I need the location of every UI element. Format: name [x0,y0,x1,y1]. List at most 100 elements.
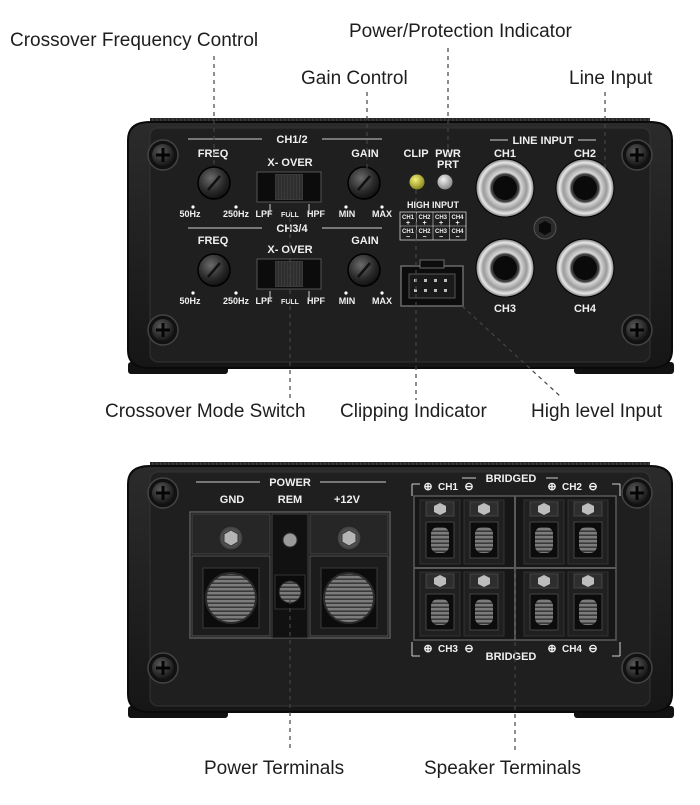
gain-label: GAIN [351,235,379,247]
plus-icon: ⊕ [423,643,432,655]
crossover-frequency-control-callout: Crossover Frequency Control [10,30,259,51]
minus-icon: ⊖ [588,481,597,493]
screw-icon [147,652,179,684]
gain-knob[interactable] [347,166,381,200]
clipping-indicator-callout: Clipping Indicator [340,401,487,422]
svg-text:−: − [439,234,443,241]
svg-text:−: − [422,234,426,241]
crossover-mode-switch[interactable] [256,258,322,290]
gain-label: GAIN [351,148,379,160]
callout-leaders-rear [289,570,516,752]
high-input-channel-grid: CH1 CH2 CH3 CH4 + + + + CH1 CH2 CH3 CH4 … [399,211,467,241]
rca-jack-ch2[interactable] [555,158,615,218]
v12-label: +12V [334,494,361,506]
screw-icon [621,314,653,346]
gain-min-label: MIN [339,296,356,306]
speaker-terminal-block[interactable] [413,495,617,641]
high-level-input-connector[interactable] [400,259,464,307]
rca-jack-ch3[interactable] [475,238,535,298]
screw-icon [147,477,179,509]
plus-icon: ⊕ [423,481,432,493]
rca-jack-ch4[interactable] [555,238,615,298]
screw-icon [147,139,179,171]
rca-ch1-label: CH1 [494,148,516,160]
high-input-label: HIGH INPUT [407,200,460,210]
power-label: POWER [269,477,311,489]
lpf-label: LPF [256,209,274,219]
line-input-label: LINE INPUT [512,135,573,147]
clip-led-icon [408,173,426,191]
rca-ch4-label: CH4 [574,303,597,315]
svg-text:CH3: CH3 [435,215,448,221]
front-panel: CH1/2 FREQ 50Hz 250Hz X- OVER LPF FULL H… [127,118,674,374]
svg-text:CH3: CH3 [435,229,448,235]
rca-jack-ch1[interactable] [475,158,535,218]
bridged-top-label: BRIDGED [486,473,537,485]
svg-text:+: + [406,220,410,227]
line-input-callout: Line Input [569,68,653,89]
gain-control-callout: Gain Control [301,68,408,89]
hpf-label: HPF [307,296,326,306]
plus-icon: ⊕ [547,481,556,493]
high-level-input-callout: High level Input [531,401,662,422]
full-label: FULL [281,212,300,219]
gain-max-label: MAX [372,296,392,306]
plus-icon: ⊕ [547,643,556,655]
minus-icon: ⊖ [588,643,597,655]
svg-text:CH4: CH4 [451,215,464,221]
crossover-frequency-knob[interactable] [197,253,231,287]
svg-text:−: − [406,234,410,241]
speaker-terminals-callout: Speaker Terminals [424,758,582,779]
freq-label: FREQ [198,148,229,160]
screw-icon [621,477,653,509]
ch3-label: CH3 [438,644,458,655]
power-terminals-callout: Power Terminals [204,758,345,779]
full-label: FULL [281,299,300,306]
lpf-label: LPF [256,296,274,306]
ch2-label: CH2 [562,482,582,493]
callout-leaders-front [213,48,606,400]
rca-ch2-label: CH2 [574,148,596,160]
ch12-label: CH1/2 [276,134,307,146]
clip-label: CLIP [403,148,428,160]
gain-knob[interactable] [347,253,381,287]
svg-text:CH1: CH1 [402,229,415,235]
svg-text:+: + [439,220,443,227]
freq-min-label: 50Hz [179,296,201,306]
power-protection-indicator-callout: Power/Protection Indicator [349,21,572,42]
crossover-frequency-knob[interactable] [197,166,231,200]
gain-min-label: MIN [339,209,356,219]
rca-ch3-label: CH3 [494,303,516,315]
ch34-label: CH3/4 [276,223,308,235]
crossover-mode-switch[interactable] [256,171,322,203]
svg-text:CH1: CH1 [402,215,415,221]
gnd-label: GND [220,494,245,506]
freq-max-label: 250Hz [223,296,250,306]
screw-icon [621,652,653,684]
rem-label: REM [278,494,302,506]
hex-screw-icon [533,216,557,240]
power-led-icon [436,173,454,191]
freq-min-label: 50Hz [179,209,201,219]
svg-text:CH2: CH2 [418,229,431,235]
gain-max-label: MAX [372,209,392,219]
xover-label: X- OVER [267,157,312,169]
prt-label: PRT [437,159,459,171]
minus-icon: ⊖ [464,643,473,655]
svg-text:CH2: CH2 [418,215,431,221]
svg-text:+: + [422,220,426,227]
freq-label: FREQ [198,235,229,247]
screw-icon [621,139,653,171]
ch1-label: CH1 [438,482,458,493]
ch4-label: CH4 [562,644,582,655]
freq-max-label: 250Hz [223,209,250,219]
minus-icon: ⊖ [464,481,473,493]
svg-text:−: − [455,234,459,241]
bridged-bottom-label: BRIDGED [486,651,537,663]
hpf-label: HPF [307,209,326,219]
svg-text:+: + [455,220,459,227]
screw-icon [147,314,179,346]
rear-panel: POWER GND REM +12V [127,462,674,718]
crossover-mode-switch-callout: Crossover Mode Switch [105,401,306,422]
